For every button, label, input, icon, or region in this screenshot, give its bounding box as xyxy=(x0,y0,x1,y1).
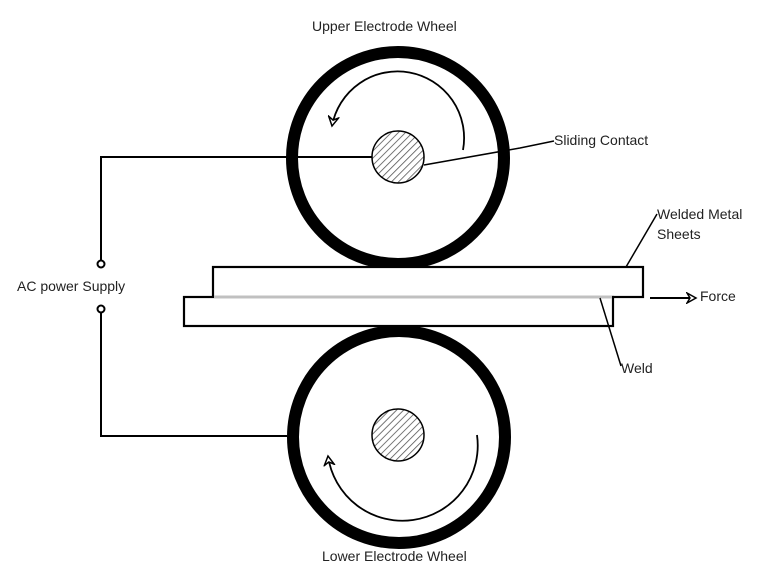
terminal-bottom xyxy=(96,304,106,314)
leader-lines xyxy=(423,140,696,367)
force-label: Force xyxy=(700,288,736,304)
metal-sheets xyxy=(182,265,645,328)
sheets-leader xyxy=(625,213,658,268)
upper-wire xyxy=(100,156,372,260)
circuit-wires xyxy=(96,156,372,437)
lower-rotation-arrow xyxy=(328,434,479,522)
upper-sheet xyxy=(211,265,645,299)
upper-hub xyxy=(371,130,425,184)
weld-label: Weld xyxy=(621,360,653,376)
welded-sheets-label-line1: Welded Metal xyxy=(657,206,743,222)
lower-wire xyxy=(100,312,287,437)
lower-wheel-label: Lower Electrode Wheel xyxy=(322,548,467,564)
sliding-contact-label: Sliding Contact xyxy=(554,132,649,148)
lower-sheet xyxy=(182,295,615,328)
lower-hub xyxy=(371,408,425,462)
upper-wheel-label: Upper Electrode Wheel xyxy=(312,18,457,34)
upper-electrode-wheel xyxy=(286,46,510,270)
sliding-contact-leader xyxy=(423,140,555,166)
welded-sheets-label-line2: Sheets xyxy=(657,226,701,242)
power-supply-label: AC power Supply xyxy=(17,278,126,294)
terminal-top xyxy=(96,259,106,269)
upper-rotation-arrow xyxy=(332,70,465,151)
lower-electrode-wheel xyxy=(287,325,511,549)
weld-leader xyxy=(599,297,622,367)
